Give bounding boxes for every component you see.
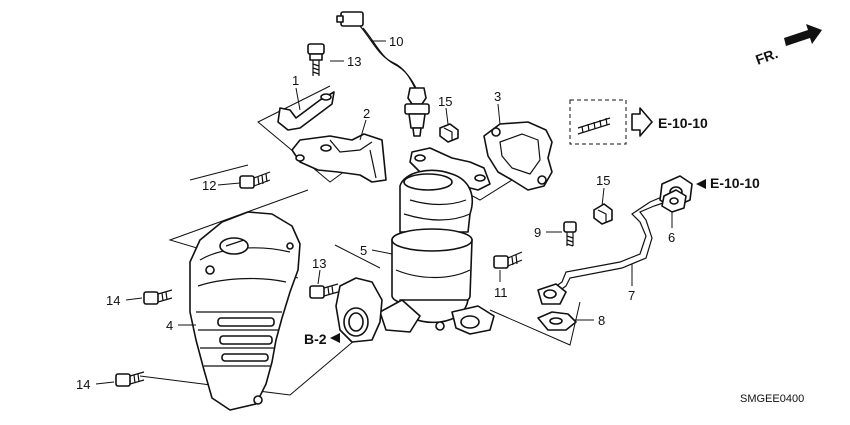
oxygen-sensor[interactable] xyxy=(336,11,430,137)
bolt-14-lower[interactable] xyxy=(115,371,145,387)
diagram-code: SMGEE0400 xyxy=(740,393,804,405)
bolt-top[interactable] xyxy=(307,43,325,76)
ref-b2-label[interactable]: B-2 xyxy=(304,331,327,347)
bolt-9[interactable] xyxy=(563,221,577,247)
callout-11: 11 xyxy=(494,285,508,300)
callout-3: 3 xyxy=(494,89,501,104)
nut-15-upper[interactable] xyxy=(439,123,459,143)
callout-15-lower: 15 xyxy=(596,173,610,188)
callout-7: 7 xyxy=(628,288,635,303)
callout-12: 12 xyxy=(202,178,216,193)
direction-label: FR. xyxy=(753,45,780,68)
callout-10: 10 xyxy=(389,34,403,49)
manifold-bracket[interactable] xyxy=(291,133,387,183)
callout-13-top: 13 xyxy=(347,54,361,69)
ref-e1010-pipe-label[interactable]: E-10-10 xyxy=(710,175,760,191)
front-direction-arrow xyxy=(784,24,822,46)
egr-gasket[interactable] xyxy=(661,189,687,213)
ref-e1010-top-label[interactable]: E-10-10 xyxy=(658,115,708,131)
callout-numbers: 10 13 1 2 3 15 12 5 9 11 13 14 4 14 15 6… xyxy=(76,34,675,392)
pipe-gasket[interactable] xyxy=(537,311,577,331)
bolt-12[interactable] xyxy=(239,171,271,189)
callout-15-upper: 15 xyxy=(438,94,452,109)
stud-reference-box xyxy=(569,99,653,145)
callout-14-lower: 14 xyxy=(76,377,90,392)
heat-shield[interactable] xyxy=(189,211,301,411)
callout-2: 2 xyxy=(363,106,370,121)
callout-8: 8 xyxy=(598,313,605,328)
reference-b2[interactable]: B-2 xyxy=(304,331,340,347)
callout-4: 4 xyxy=(166,318,173,333)
callout-1: 1 xyxy=(292,73,299,88)
bolt-14-upper[interactable] xyxy=(143,289,173,305)
callout-13-lower: 13 xyxy=(312,256,326,271)
callout-6: 6 xyxy=(668,230,675,245)
callout-9: 9 xyxy=(534,225,541,240)
bolt-11[interactable] xyxy=(493,251,523,269)
callout-14-upper: 14 xyxy=(106,293,120,308)
callout-leaders xyxy=(95,40,673,385)
callout-5: 5 xyxy=(360,243,367,258)
reference-e1010-pipe[interactable]: E-10-10 xyxy=(696,175,760,191)
nut-15-lower[interactable] xyxy=(593,203,613,225)
catalytic-converter[interactable] xyxy=(335,147,495,343)
bracket-stay[interactable] xyxy=(277,91,335,131)
manifold-gasket[interactable] xyxy=(483,121,553,191)
bolt-13-lower[interactable] xyxy=(309,283,339,299)
